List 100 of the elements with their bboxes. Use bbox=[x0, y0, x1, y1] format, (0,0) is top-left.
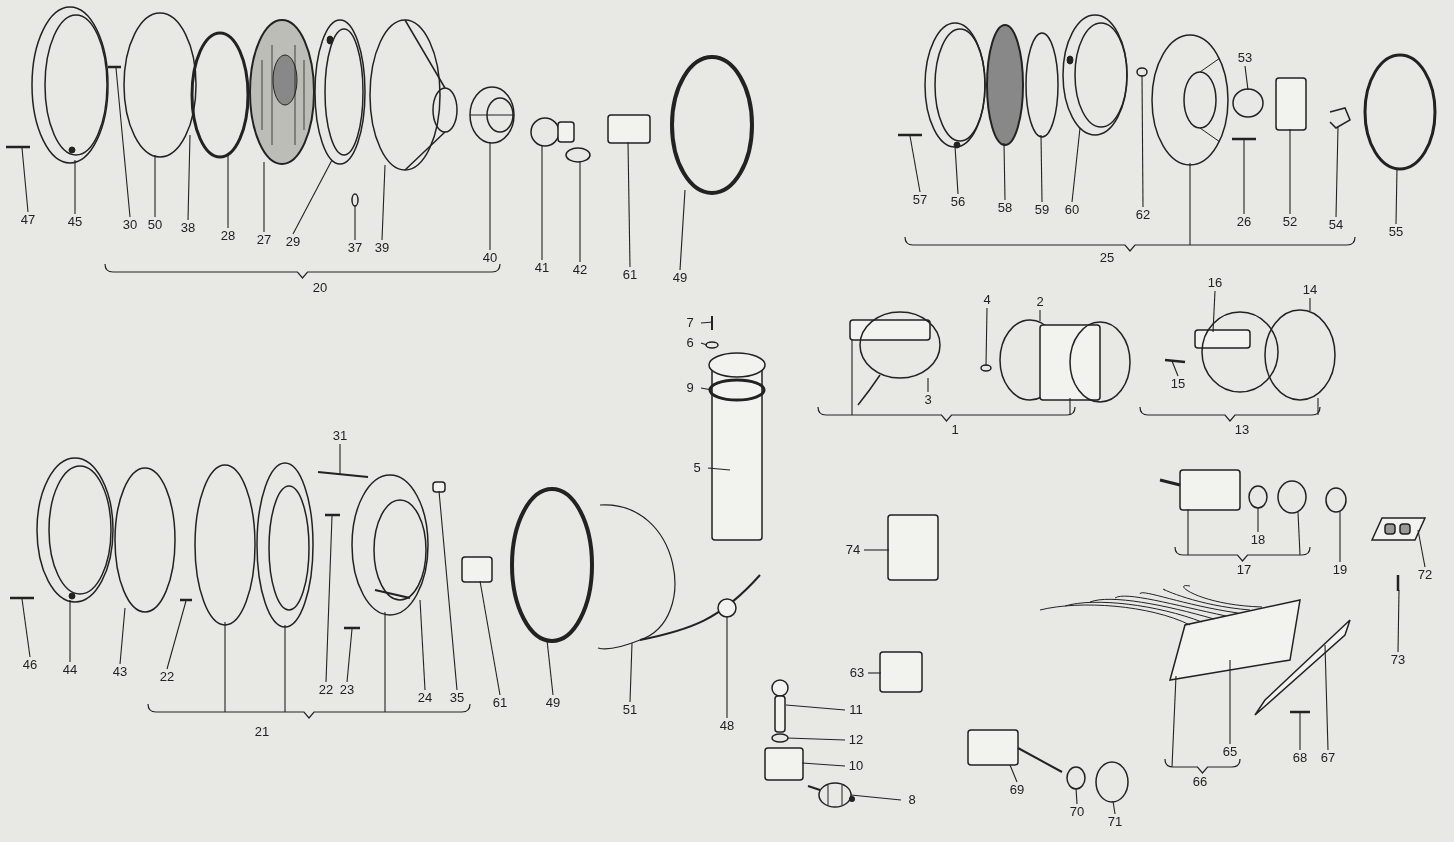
leader-line bbox=[679, 189, 686, 271]
gauge-base-drawing bbox=[849, 311, 941, 406]
lens-drawing bbox=[249, 19, 315, 165]
socket-drawing bbox=[1275, 77, 1307, 131]
clock-drawing bbox=[1194, 309, 1336, 401]
screw-drawing bbox=[317, 471, 369, 478]
leader-line bbox=[1244, 65, 1249, 91]
leader-line bbox=[867, 672, 882, 674]
leader-line bbox=[1075, 787, 1078, 805]
leader-line bbox=[438, 490, 458, 691]
callout-number: 44 bbox=[59, 662, 81, 678]
callout-number: 7 bbox=[679, 315, 701, 331]
callout-number: 31 bbox=[329, 428, 351, 444]
screw-drawing bbox=[1164, 358, 1186, 364]
leader-line bbox=[579, 160, 581, 263]
leader-line bbox=[863, 549, 890, 551]
leader-line bbox=[115, 67, 131, 218]
screw-drawing bbox=[180, 598, 192, 602]
callout-number: 38 bbox=[177, 220, 199, 236]
callout-number: 74 bbox=[842, 542, 864, 558]
callout-number: 30 bbox=[119, 217, 141, 233]
socket-drawing bbox=[469, 86, 515, 144]
leader-line bbox=[801, 762, 846, 767]
leader-line bbox=[354, 204, 356, 241]
callout-number: 61 bbox=[489, 695, 511, 711]
leader-line bbox=[1335, 126, 1339, 218]
callout-number: 63 bbox=[846, 665, 868, 681]
bulb-drawing bbox=[565, 147, 591, 163]
bulb-drawing bbox=[530, 117, 575, 147]
ring-drawing bbox=[123, 12, 197, 158]
nut-drawing bbox=[1136, 67, 1148, 77]
rim-ring-drawing bbox=[36, 457, 114, 603]
clip-drawing bbox=[432, 481, 446, 493]
callout-number: 70 bbox=[1066, 804, 1088, 820]
callout-number: 29 bbox=[282, 234, 304, 250]
callout-number: 53 bbox=[1234, 50, 1256, 66]
bezel-drawing bbox=[1277, 480, 1307, 514]
leader-line bbox=[1229, 659, 1231, 745]
leader-line bbox=[927, 377, 929, 393]
leader-line bbox=[284, 624, 286, 713]
washer-drawing bbox=[771, 733, 789, 743]
callout-number: 22 bbox=[156, 669, 178, 685]
screw-drawing bbox=[344, 626, 360, 630]
leader-line bbox=[629, 642, 633, 703]
screw-drawing bbox=[1232, 137, 1256, 141]
leader-line bbox=[1071, 127, 1081, 203]
ring-drawing bbox=[1062, 14, 1128, 136]
leader-line bbox=[985, 307, 988, 367]
callout-number: 65 bbox=[1219, 744, 1241, 760]
callout-number: 57 bbox=[909, 192, 931, 208]
leader-line bbox=[707, 467, 731, 471]
leader-line bbox=[166, 600, 187, 670]
leader-line bbox=[1141, 74, 1144, 208]
switch-drawing bbox=[967, 729, 1063, 773]
callout-number: 14 bbox=[1299, 282, 1321, 298]
nut-drawing bbox=[1248, 485, 1268, 509]
nut-drawing bbox=[1066, 766, 1086, 790]
ring-drawing bbox=[194, 464, 256, 626]
leader-line bbox=[954, 145, 959, 195]
relay-drawing bbox=[879, 651, 923, 693]
screw-drawing bbox=[10, 596, 34, 600]
gauge-drawing bbox=[999, 319, 1131, 403]
leader-line bbox=[479, 580, 501, 696]
leader-line bbox=[325, 515, 333, 683]
leader-line bbox=[154, 154, 156, 218]
callout-number: 26 bbox=[1233, 214, 1255, 230]
assembly-number: 20 bbox=[311, 280, 329, 296]
leader-line bbox=[1417, 529, 1426, 568]
plate-drawing bbox=[1254, 619, 1351, 716]
callout-number: 49 bbox=[542, 695, 564, 711]
callout-number: 56 bbox=[947, 194, 969, 210]
callout-number: 49 bbox=[669, 270, 691, 286]
callout-number: 16 bbox=[1204, 275, 1226, 291]
callout-number: 58 bbox=[994, 200, 1016, 216]
reflector-ring-drawing bbox=[314, 19, 366, 165]
leader-line bbox=[346, 628, 353, 683]
relay-drawing bbox=[887, 514, 939, 581]
callout-number: 69 bbox=[1006, 782, 1028, 798]
rim-ring-drawing bbox=[31, 6, 109, 164]
washer-drawing bbox=[980, 364, 992, 372]
leader-line bbox=[489, 141, 491, 251]
callout-number: 51 bbox=[619, 702, 641, 718]
callout-number: 18 bbox=[1247, 532, 1269, 548]
callout-number: 50 bbox=[144, 217, 166, 233]
nut-drawing bbox=[351, 193, 359, 207]
leader-line bbox=[1069, 397, 1071, 416]
leader-line bbox=[850, 794, 902, 801]
callout-number: 62 bbox=[1132, 207, 1154, 223]
assembly-number: 13 bbox=[1233, 422, 1251, 438]
gasket-drawing bbox=[1363, 53, 1437, 171]
callout-number: 46 bbox=[19, 657, 41, 673]
callout-number: 35 bbox=[446, 690, 468, 706]
housing-drawing bbox=[369, 19, 458, 171]
callout-number: 15 bbox=[1167, 376, 1189, 392]
leader-line bbox=[1039, 309, 1041, 322]
callout-number: 45 bbox=[64, 214, 86, 230]
callout-number: 19 bbox=[1329, 562, 1351, 578]
gasket-drawing bbox=[190, 31, 250, 159]
callout-number: 28 bbox=[217, 228, 239, 244]
gasket-drawing bbox=[510, 487, 594, 643]
